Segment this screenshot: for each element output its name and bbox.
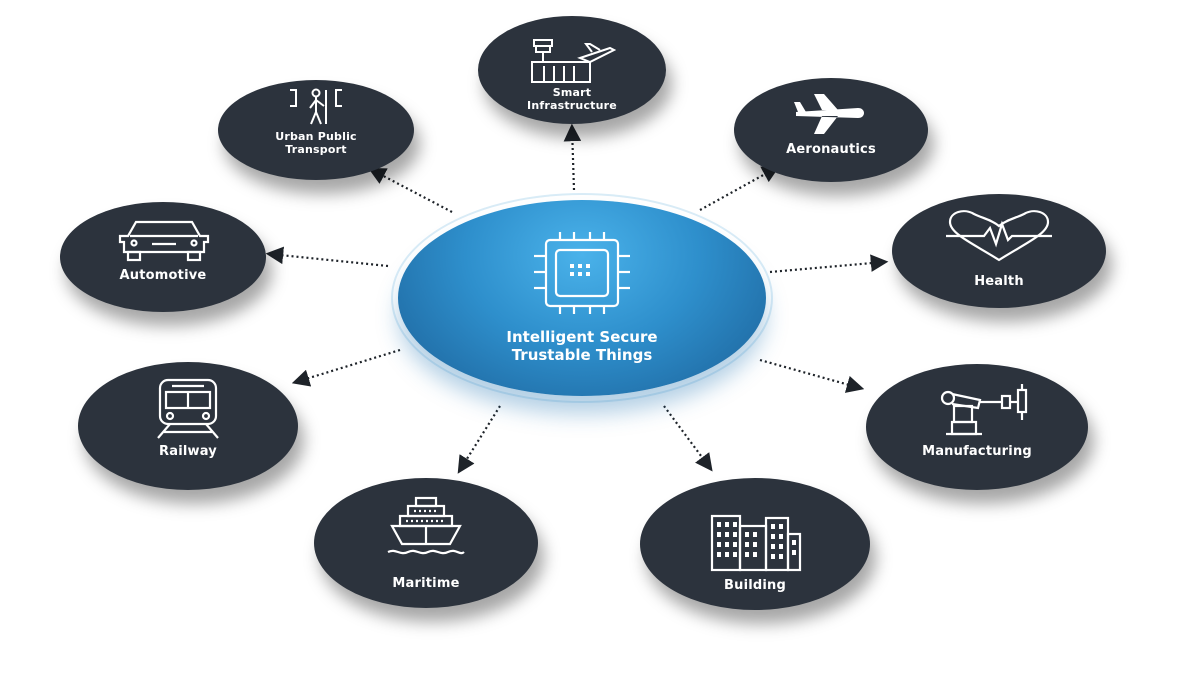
node-smart-infrastructure: Smart Infrastructure bbox=[478, 16, 666, 124]
arrow-urban-public-transport bbox=[368, 167, 453, 213]
aeronautics-label: Aeronautics bbox=[786, 142, 876, 157]
node-automotive: Automotive bbox=[60, 202, 266, 312]
building-label: Building bbox=[724, 578, 786, 593]
railway-label: Railway bbox=[159, 444, 217, 459]
buildings-icon bbox=[710, 514, 802, 572]
train-icon bbox=[157, 378, 219, 439]
node-health: Health bbox=[892, 194, 1106, 308]
transit-gate-icon bbox=[290, 88, 342, 125]
heart-pulse-icon bbox=[946, 210, 1052, 262]
node-building: Building bbox=[640, 478, 870, 610]
maritime-label: Maritime bbox=[392, 576, 460, 591]
ship-icon bbox=[387, 496, 465, 555]
urban-public-transport-label-line2: Transport bbox=[285, 143, 347, 156]
node-railway: Railway bbox=[78, 362, 298, 490]
arrow-aeronautics bbox=[699, 165, 780, 211]
arrow-maritime bbox=[457, 405, 501, 474]
car-icon bbox=[118, 220, 210, 262]
robot-arm-icon bbox=[940, 384, 1028, 436]
hub-node: Intelligent Secure Trustable Things bbox=[398, 200, 766, 396]
arrow-smart-infrastructure bbox=[563, 123, 582, 191]
manufacturing-label: Manufacturing bbox=[922, 444, 1032, 459]
smart-infrastructure-label-line1: Smart bbox=[552, 86, 592, 99]
automotive-label: Automotive bbox=[119, 268, 207, 283]
node-aeronautics: Aeronautics bbox=[734, 78, 928, 182]
hub-label-line2: Trustable Things bbox=[511, 346, 653, 364]
node-urban-public-transport: Urban Public Transport bbox=[218, 80, 414, 180]
node-manufacturing: Manufacturing bbox=[866, 364, 1088, 490]
arrow-building bbox=[663, 405, 713, 472]
health-label: Health bbox=[974, 274, 1024, 289]
arrow-railway bbox=[291, 348, 401, 387]
arrow-manufacturing bbox=[759, 358, 865, 393]
hub-label-line1: Intelligent Secure bbox=[506, 328, 658, 346]
microchip-icon bbox=[534, 232, 630, 314]
arrow-automotive bbox=[265, 246, 389, 268]
node-maritime: Maritime bbox=[314, 478, 538, 608]
smart-infrastructure-label-line2: Infrastructure bbox=[527, 99, 617, 112]
arrow-health bbox=[769, 254, 889, 274]
airport-tower-icon bbox=[531, 39, 616, 83]
urban-public-transport-label-line1: Urban Public bbox=[275, 130, 357, 143]
airplane-icon bbox=[794, 94, 864, 134]
